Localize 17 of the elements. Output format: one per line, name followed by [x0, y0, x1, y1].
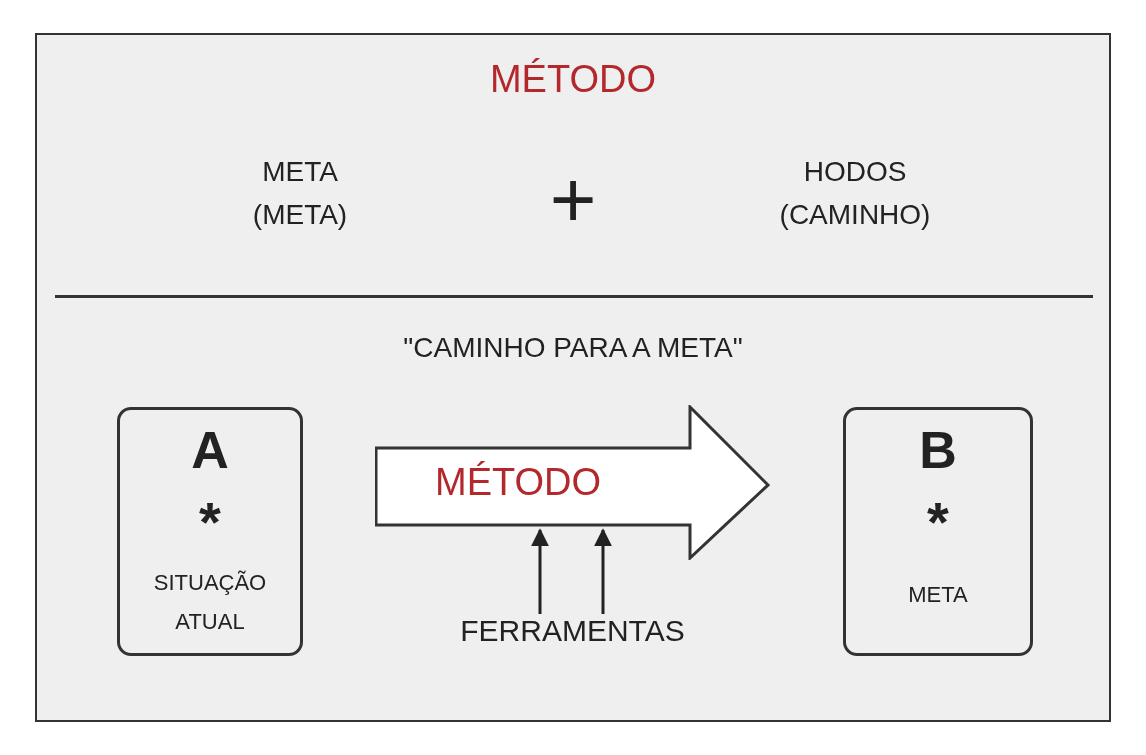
- letter-heading: B: [919, 424, 957, 476]
- box-caption: SITUAÇÃO ATUAL: [152, 569, 268, 636]
- quote-text: "CAMINHO PARA A META": [402, 332, 744, 364]
- letter-heading: A: [191, 424, 229, 476]
- text-label: HODOS (CAMINHO): [730, 150, 980, 237]
- arrow-label: MÉTODO: [435, 461, 602, 504]
- text-label: META (META): [230, 150, 370, 237]
- asterisk: *: [199, 494, 221, 536]
- asterisk: *: [927, 494, 949, 536]
- rounded-box: [117, 407, 303, 656]
- text-label: FERRAMENTAS: [430, 608, 715, 655]
- arrow: [531, 528, 549, 614]
- title: MÉTODO: [488, 58, 658, 101]
- arrow: [594, 528, 612, 614]
- rounded-box: [843, 407, 1033, 656]
- plus-sign: +: [548, 160, 598, 240]
- box-caption: META: [908, 581, 968, 609]
